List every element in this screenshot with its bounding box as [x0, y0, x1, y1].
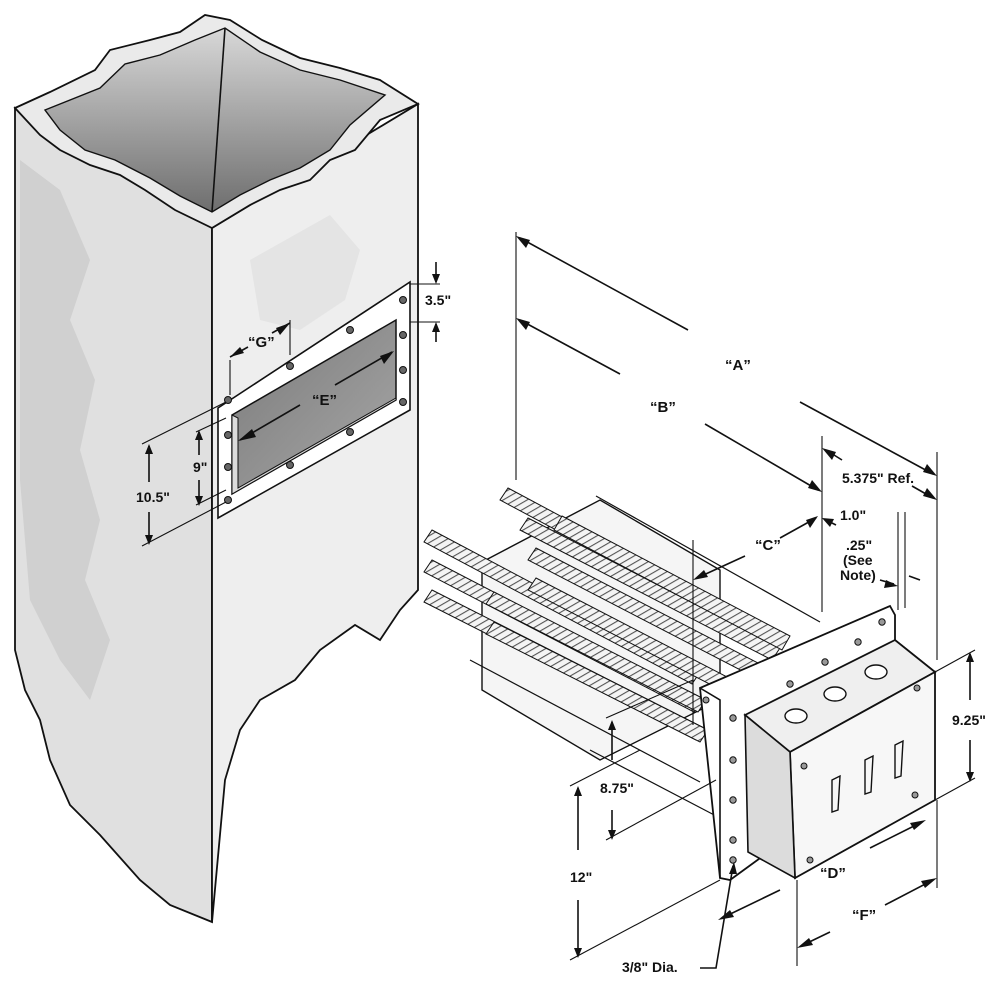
label-12: 12" — [570, 869, 592, 885]
duct — [13, 14, 420, 924]
label-9-25: 9.25" — [952, 712, 986, 728]
heating-coils — [423, 487, 791, 743]
flange-bolt-holes — [224, 296, 407, 504]
label-d: “D” — [820, 865, 846, 882]
label-025-note: Note) — [840, 567, 876, 583]
label-1-0: 1.0" — [840, 507, 866, 523]
support-rods — [469, 495, 821, 819]
label-e: “E” — [312, 392, 337, 409]
knockouts — [784, 664, 888, 724]
duct-inner-cavity — [43, 27, 387, 213]
label-g: “G” — [248, 334, 275, 351]
terminal-box-louvers — [831, 739, 904, 813]
label-9: 9" — [193, 459, 207, 475]
label-3-5: 3.5" — [425, 292, 451, 308]
label-5-375-ref: 5.375" Ref. — [842, 470, 914, 486]
label-025: .25" — [846, 537, 872, 553]
label-f: “F” — [852, 907, 876, 924]
label-hole-diameter: 3/8" Dia. — [622, 959, 678, 975]
heater-dimensions — [515, 232, 976, 969]
heater-flange-edge — [699, 687, 721, 878]
label-a: “A” — [725, 357, 751, 374]
heating-coil — [553, 515, 791, 651]
label-8-75: 8.75" — [600, 780, 634, 796]
duct-front-shading — [20, 160, 110, 700]
heating-coil — [485, 621, 709, 743]
heater-assembly — [423, 487, 937, 881]
label-b: “B” — [650, 399, 676, 416]
label-10-5: 10.5" — [136, 489, 170, 505]
duct-opening-depth — [231, 397, 397, 495]
duct-side-shading — [250, 215, 360, 330]
terminal-box-screws — [800, 684, 921, 864]
dimension-labels: “G” “E” 3.5" 9" 10.5" “A” “B” “C” 5.375"… — [136, 292, 986, 975]
duct-inner-corner — [211, 27, 226, 213]
terminal-box-left — [744, 713, 796, 880]
heater-flange-bolt-holes — [702, 618, 886, 864]
duct-dimensions — [141, 262, 440, 547]
label-025-see: (See — [843, 552, 873, 568]
label-c: “C” — [755, 537, 781, 554]
heating-coil — [485, 591, 707, 713]
